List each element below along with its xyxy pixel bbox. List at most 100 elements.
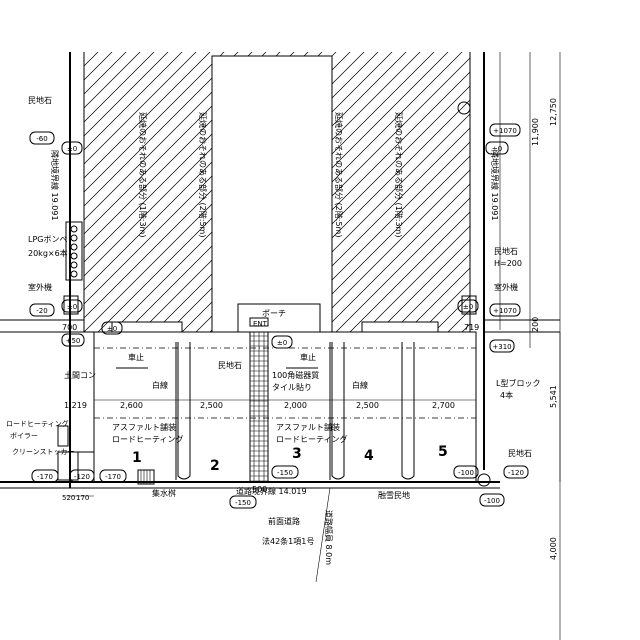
level-m120-a: -120 xyxy=(74,473,90,481)
label-l-block: L型ブロック xyxy=(496,378,540,388)
hatch-line xyxy=(341,52,470,332)
dim-2000: 2,000 xyxy=(284,401,307,410)
level-m150-box xyxy=(271,465,299,479)
hatch-line xyxy=(622,40,640,340)
label-snow-area: 融雪民地 xyxy=(378,490,410,500)
label-stone-mid: 民地石 xyxy=(218,360,242,370)
label-stone-br: 民地石 xyxy=(508,448,532,458)
label-front-road: 前面道路 xyxy=(268,516,300,526)
label-road-law: 法42条1項1号 xyxy=(262,536,314,546)
label-outdoor-left: 室外機 xyxy=(28,282,52,292)
label-asphalt-2b: ロードヒーティング xyxy=(276,434,348,444)
level-pm0-b-box xyxy=(485,141,509,155)
label-asphalt-1: アスファルト舗装 xyxy=(112,422,176,432)
level-pm0-e: ±0 xyxy=(107,325,117,333)
dim-2500-b: 2,500 xyxy=(356,401,379,410)
dim-200: 200 xyxy=(531,317,540,332)
road-heating-boiler xyxy=(57,425,69,447)
level-p310: +310 xyxy=(492,343,511,351)
parking-space-1: 1 xyxy=(132,450,142,466)
hatch-line xyxy=(84,52,335,332)
level-p50-box xyxy=(61,333,85,347)
label-porch: ポーチ xyxy=(262,309,286,318)
label-asphalt-2: アスファルト舗装 xyxy=(276,422,340,432)
hatch-line xyxy=(84,52,237,332)
hatch-line xyxy=(84,52,181,332)
label-boundary-line-right: 隣地境界線 19.091 xyxy=(490,150,500,221)
hatch-line xyxy=(594,40,640,340)
hatch-line xyxy=(0,40,12,340)
level-pm0-a-box xyxy=(61,141,83,155)
label-extension-3: 延焼のおそれのある部分 (2階:5m) xyxy=(334,112,344,237)
hatch-line xyxy=(84,52,265,332)
tile-grid xyxy=(250,332,268,482)
label-road-boundary: 道路境界線 14.019 xyxy=(236,486,307,496)
level-pm0-b: ±0 xyxy=(492,145,502,153)
level-m150-b: -150 xyxy=(235,499,251,507)
level-m120-a-box xyxy=(69,469,95,483)
dim-700: 700 xyxy=(62,323,77,332)
hatch-line xyxy=(313,52,470,332)
label-boundary-stone-left: 民地石 xyxy=(28,95,52,105)
label-road-width: 道路幅員 8.0m xyxy=(324,510,334,565)
outdoor-unit-right xyxy=(461,295,477,315)
hatch-line xyxy=(383,52,470,332)
level-m150-b-box xyxy=(229,495,257,509)
level-pm0-c-box xyxy=(61,299,83,313)
hatch-line xyxy=(84,52,153,332)
hatch-line xyxy=(552,40,640,340)
label-tile: 100角磁器質 xyxy=(272,370,319,380)
hatch-line xyxy=(425,52,470,332)
label-lpg-qty: 20kg×6本 xyxy=(28,248,68,258)
hatch-line xyxy=(566,40,640,340)
label-white-line-1: 白線 xyxy=(152,380,168,390)
label-wheel-stop-1: 車止 xyxy=(128,352,144,362)
level-p1070-b: +1070 xyxy=(493,307,517,315)
dim-1219: 1,219 xyxy=(64,401,87,410)
hatch-line xyxy=(0,40,40,340)
label-asphalt-1b: ロードヒーティング xyxy=(112,434,184,444)
level-m100-a-box xyxy=(453,465,479,479)
hatch-line xyxy=(215,52,470,332)
hatch-line xyxy=(482,40,640,340)
level-m20-box xyxy=(29,303,55,317)
hatch-line xyxy=(84,52,97,332)
clean-stocker xyxy=(57,451,79,481)
level-m100-b-box xyxy=(479,493,505,507)
hatch-line xyxy=(524,40,640,340)
dim-2700: 2,700 xyxy=(432,401,455,410)
hatch-line xyxy=(580,40,640,340)
hatch-line xyxy=(608,40,640,340)
lpg-cylinders xyxy=(65,221,83,281)
level-m120-b-box xyxy=(503,465,529,479)
dim-520: 520 xyxy=(62,494,75,502)
hatch-line xyxy=(510,40,640,340)
label-extension-2: 延焼のおそれのある部分 (2階:5m) xyxy=(198,112,208,237)
dim-11900: 11,900 xyxy=(531,118,540,146)
building-hatch xyxy=(0,40,640,340)
hatch-line xyxy=(84,52,195,332)
hatch-line xyxy=(299,52,470,332)
level-p50: +50 xyxy=(66,337,81,345)
level-m120-b: -120 xyxy=(508,469,524,477)
level-m170-a-box xyxy=(31,469,59,483)
label-wheel-stop-2: 車止 xyxy=(300,352,316,362)
level-pm0-f-box xyxy=(271,335,293,349)
label-ent: ENT xyxy=(253,320,268,328)
dim-500: 500 xyxy=(252,485,267,494)
hatch-line xyxy=(84,52,223,332)
label-catch-basin: 集水桝 xyxy=(152,488,176,498)
hatch-line xyxy=(84,52,139,332)
level-pm0-d-box xyxy=(457,299,479,313)
dim-5541: 5,541 xyxy=(549,385,558,408)
level-m60: -60 xyxy=(36,135,47,143)
level-p1070-a: +1070 xyxy=(493,127,517,135)
label-boundary-line-left: 隣地境界線 19.091 xyxy=(50,150,60,221)
level-m60-box xyxy=(29,131,55,145)
catch-basin xyxy=(137,469,155,485)
level-pm0-d: ±0 xyxy=(463,303,473,311)
label-stocker: クリーンストッカー xyxy=(12,448,75,456)
hatch-line xyxy=(411,52,470,332)
dim-719: 719 xyxy=(464,323,479,332)
